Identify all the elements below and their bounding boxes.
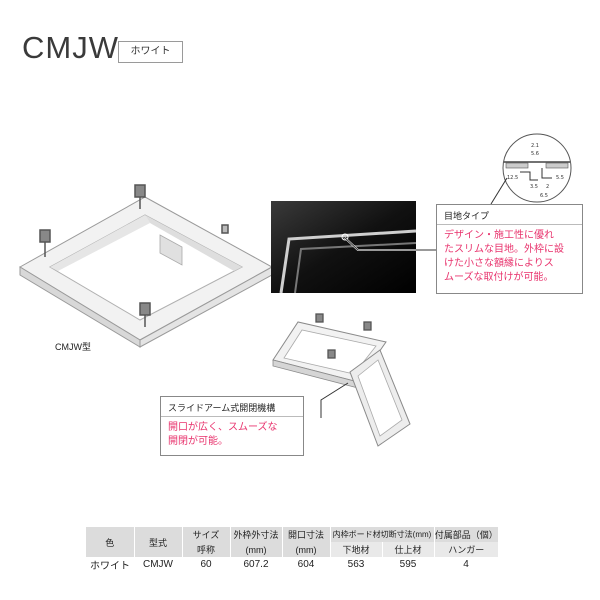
joint-type-text: けた小さな額縁によりス — [444, 258, 554, 269]
detail-pointer-line — [490, 177, 508, 205]
slide-arm-text: 開閉が可能。 — [168, 436, 228, 447]
header-size: サイズ — [181, 527, 230, 542]
slide-callout-pointer — [320, 382, 349, 418]
open-hatch-illustration — [272, 313, 411, 447]
header-size-sub: 呼称 — [181, 542, 230, 557]
slide-arm-callout: スライドアーム式開閉機構 開口が広く、スムーズな 開閉が可能。 — [160, 396, 304, 456]
joint-type-text: デザイン・施工性に優れ — [444, 230, 554, 241]
cell-base: 563 — [330, 557, 382, 572]
dim-label: 6.5 — [540, 193, 548, 199]
product-caption: CMJW型 — [55, 342, 91, 352]
dim-label: 2.1 — [531, 143, 539, 149]
dim-label: 5.5 — [556, 175, 564, 181]
header-color: 色 — [86, 527, 134, 557]
header-board-finish: 仕上材 — [381, 542, 434, 557]
page-title: CMJW — [22, 30, 119, 65]
dim-label: 2 — [546, 184, 549, 190]
cell-color: ホワイト — [86, 557, 134, 572]
cell-opening: 604 — [282, 557, 330, 572]
header-parts: 付属部品（個） — [433, 527, 498, 542]
cell-finish: 595 — [382, 557, 434, 572]
header-hanger: ハンガー — [433, 542, 498, 557]
dim-label: 3.5 — [530, 184, 538, 190]
header-opening: 開口寸法 — [281, 527, 330, 542]
header-opening-unit: (mm) — [281, 542, 330, 557]
dim-label: 5.6 — [531, 151, 539, 157]
cell-hanger: 4 — [434, 557, 498, 572]
joint-connector-line — [343, 236, 436, 251]
header-outer: 外枠外寸法 — [229, 527, 282, 542]
section-detail-drawing: 2.1 5.6 12.5 5.5 3.5 2 6.5 — [502, 133, 572, 203]
joint-type-heading: 目地タイプ — [437, 205, 582, 225]
slide-arm-text: 開口が広く、スムーズな — [168, 422, 278, 433]
header-model: 型式 — [133, 527, 182, 557]
color-badge: ホワイト — [118, 41, 183, 63]
header-board: 内枠ボード材切断寸法(mm) — [329, 527, 434, 542]
table-row: ホワイト CMJW 60 607.2 604 563 595 4 — [86, 557, 498, 572]
slide-arm-heading: スライドアーム式開閉機構 — [161, 397, 303, 417]
header-outer-unit: (mm) — [229, 542, 282, 557]
spec-table: 色 型式 サイズ 外枠外寸法 開口寸法 内枠ボード材切断寸法(mm) 付属部品（… — [86, 527, 498, 572]
joint-type-text: ムーズな取付けが可能。 — [444, 272, 554, 283]
ceiling-hatch-illustration — [19, 184, 274, 348]
cell-outer: 607.2 — [230, 557, 282, 572]
header-board-base: 下地材 — [329, 542, 382, 557]
cell-size: 60 — [182, 557, 230, 572]
dim-label: 12.5 — [507, 175, 518, 181]
joint-type-callout: 目地タイプ デザイン・施工性に優れ たスリムな目地。外枠に設 けた小さな額縁によ… — [436, 204, 583, 294]
cell-model: CMJW — [134, 557, 182, 572]
joint-detail-photo — [271, 201, 416, 293]
joint-type-text: たスリムな目地。外枠に設 — [444, 244, 564, 255]
